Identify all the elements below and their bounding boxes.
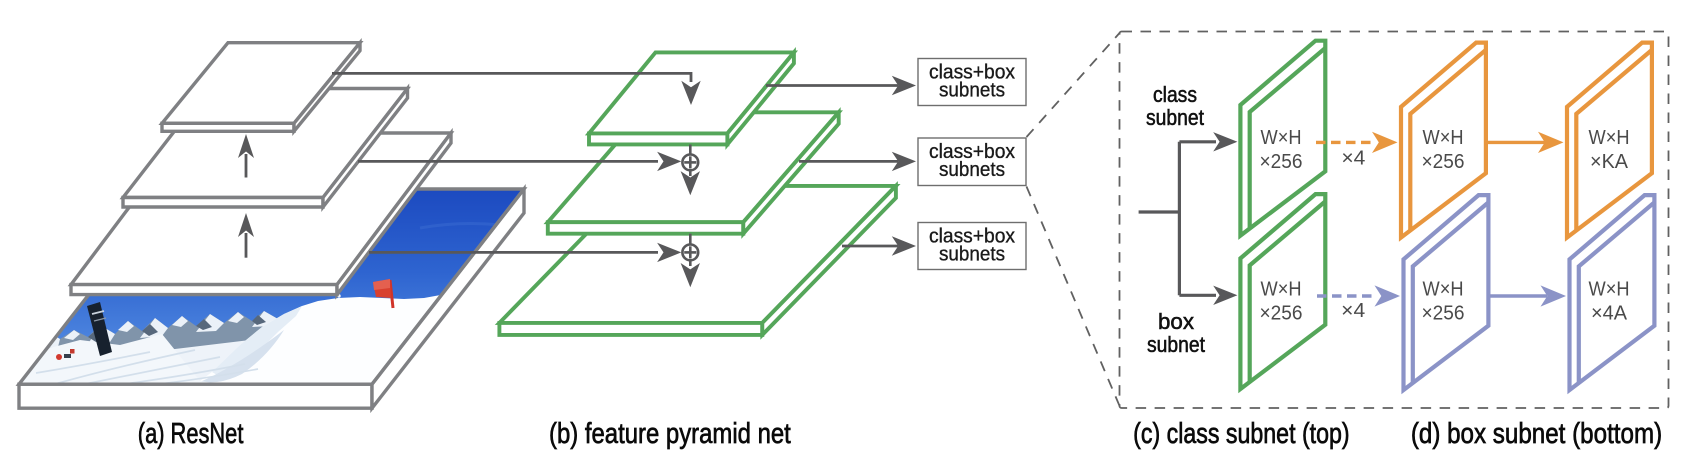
svg-text:(c) class subnet (top): (c) class subnet (top) — [1133, 418, 1350, 450]
svg-text:(a) ResNet: (a) ResNet — [138, 418, 244, 450]
svg-text:class+box: class+box — [929, 226, 1015, 248]
svg-text:×256: ×256 — [1260, 302, 1303, 324]
svg-text:×256: ×256 — [1422, 302, 1465, 324]
svg-text:subnet: subnet — [1146, 105, 1204, 130]
svg-text:W×H: W×H — [1423, 279, 1464, 301]
svg-text:class+box: class+box — [929, 141, 1015, 163]
svg-text:class: class — [1153, 82, 1197, 107]
svg-text:W×H: W×H — [1423, 127, 1464, 149]
svg-text:×4: ×4 — [1341, 147, 1365, 169]
svg-text:(b) feature pyramid net: (b) feature pyramid net — [549, 418, 791, 450]
svg-text:W×H: W×H — [1589, 279, 1630, 301]
svg-text:×256: ×256 — [1422, 151, 1465, 173]
svg-text:subnets: subnets — [939, 80, 1005, 102]
svg-text:W×H: W×H — [1261, 127, 1302, 149]
svg-text:×256: ×256 — [1260, 151, 1303, 173]
svg-text:subnets: subnets — [939, 244, 1005, 266]
svg-text:subnet: subnet — [1147, 332, 1205, 357]
svg-text:W×H: W×H — [1261, 279, 1302, 301]
svg-text:×KA: ×KA — [1590, 151, 1629, 173]
svg-text:subnets: subnets — [939, 159, 1005, 181]
svg-text:box: box — [1158, 309, 1194, 334]
svg-text:(d) box subnet (bottom): (d) box subnet (bottom) — [1411, 418, 1662, 450]
svg-text:W×H: W×H — [1589, 127, 1630, 149]
svg-text:class+box: class+box — [929, 62, 1015, 84]
svg-text:×4: ×4 — [1341, 300, 1365, 322]
svg-text:×4A: ×4A — [1591, 302, 1628, 324]
